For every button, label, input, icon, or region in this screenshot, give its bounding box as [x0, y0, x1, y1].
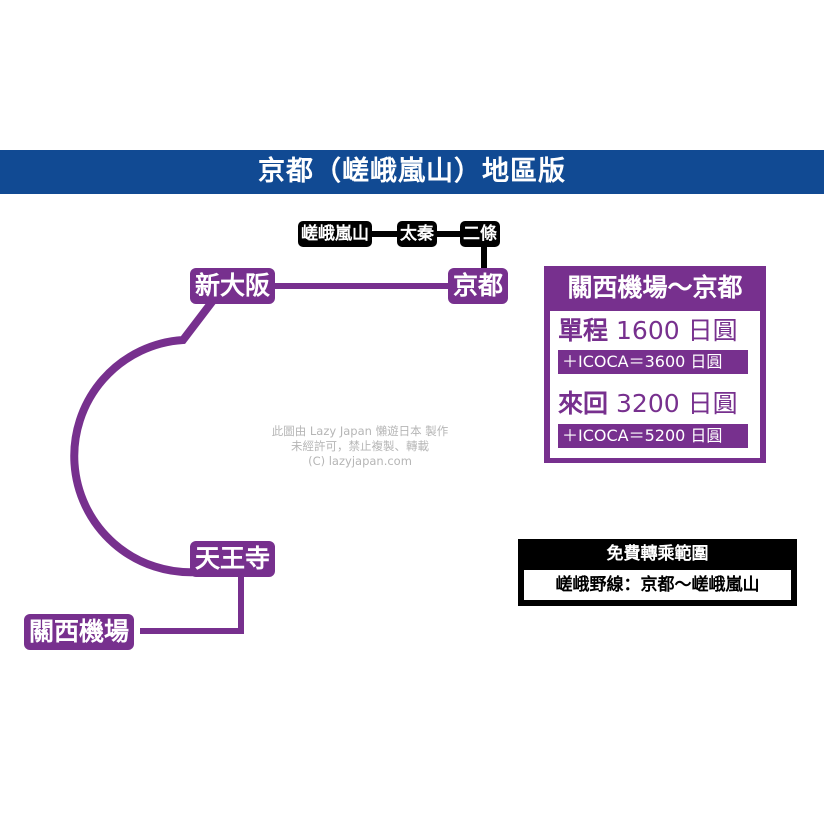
fare-title: 關西機場～京都 [567, 273, 743, 302]
station-uzumasa: 太秦 [397, 221, 437, 247]
station-kyoto: 京都 [448, 268, 509, 304]
station-nijo: 二條 [460, 221, 500, 247]
credit-watermark: 此圖由 Lazy Japan 懶遊日本 製作 未經許可，禁止複製、轉載 (C) … [245, 424, 475, 469]
credit-line-1: 此圖由 Lazy Japan 懶遊日本 製作 [271, 424, 449, 438]
station-kansai-airport: 關西機場 [24, 614, 135, 650]
jr-line-tennoji-airport [140, 568, 244, 634]
credit-line-3: (C) lazyjapan.com [308, 454, 412, 468]
map-title: 京都（嵯峨嵐山）地區版 [0, 150, 824, 194]
station-shinosaka: 新大阪 [190, 268, 276, 304]
station-tennoji: 天王寺 [190, 541, 276, 577]
jr-line-shinosaka-tennoji [70, 295, 219, 577]
free-transfer-box: 免費轉乘範圍 嵯峨野線：京都～嵯峨嵐山 [518, 539, 797, 606]
station-sagaarashiyama: 嵯峨嵐山 [298, 221, 372, 247]
free-transfer-line: 嵯峨野線：京都～嵯峨嵐山 [524, 570, 791, 600]
oneway-label: 單程 [558, 316, 609, 345]
return-icoca: ＋ICOCA＝5200 日圓 [558, 424, 748, 448]
oneway-icoca: ＋ICOCA＝3600 日圓 [558, 350, 748, 374]
free-transfer-title: 免費轉乘範圍 [606, 544, 709, 564]
credit-line-2: 未經許可，禁止複製、轉載 [291, 439, 429, 453]
oneway-price: 1600 日圓 [616, 316, 738, 345]
return-price: 3200 日圓 [616, 389, 738, 418]
return-label: 來回 [558, 389, 609, 418]
